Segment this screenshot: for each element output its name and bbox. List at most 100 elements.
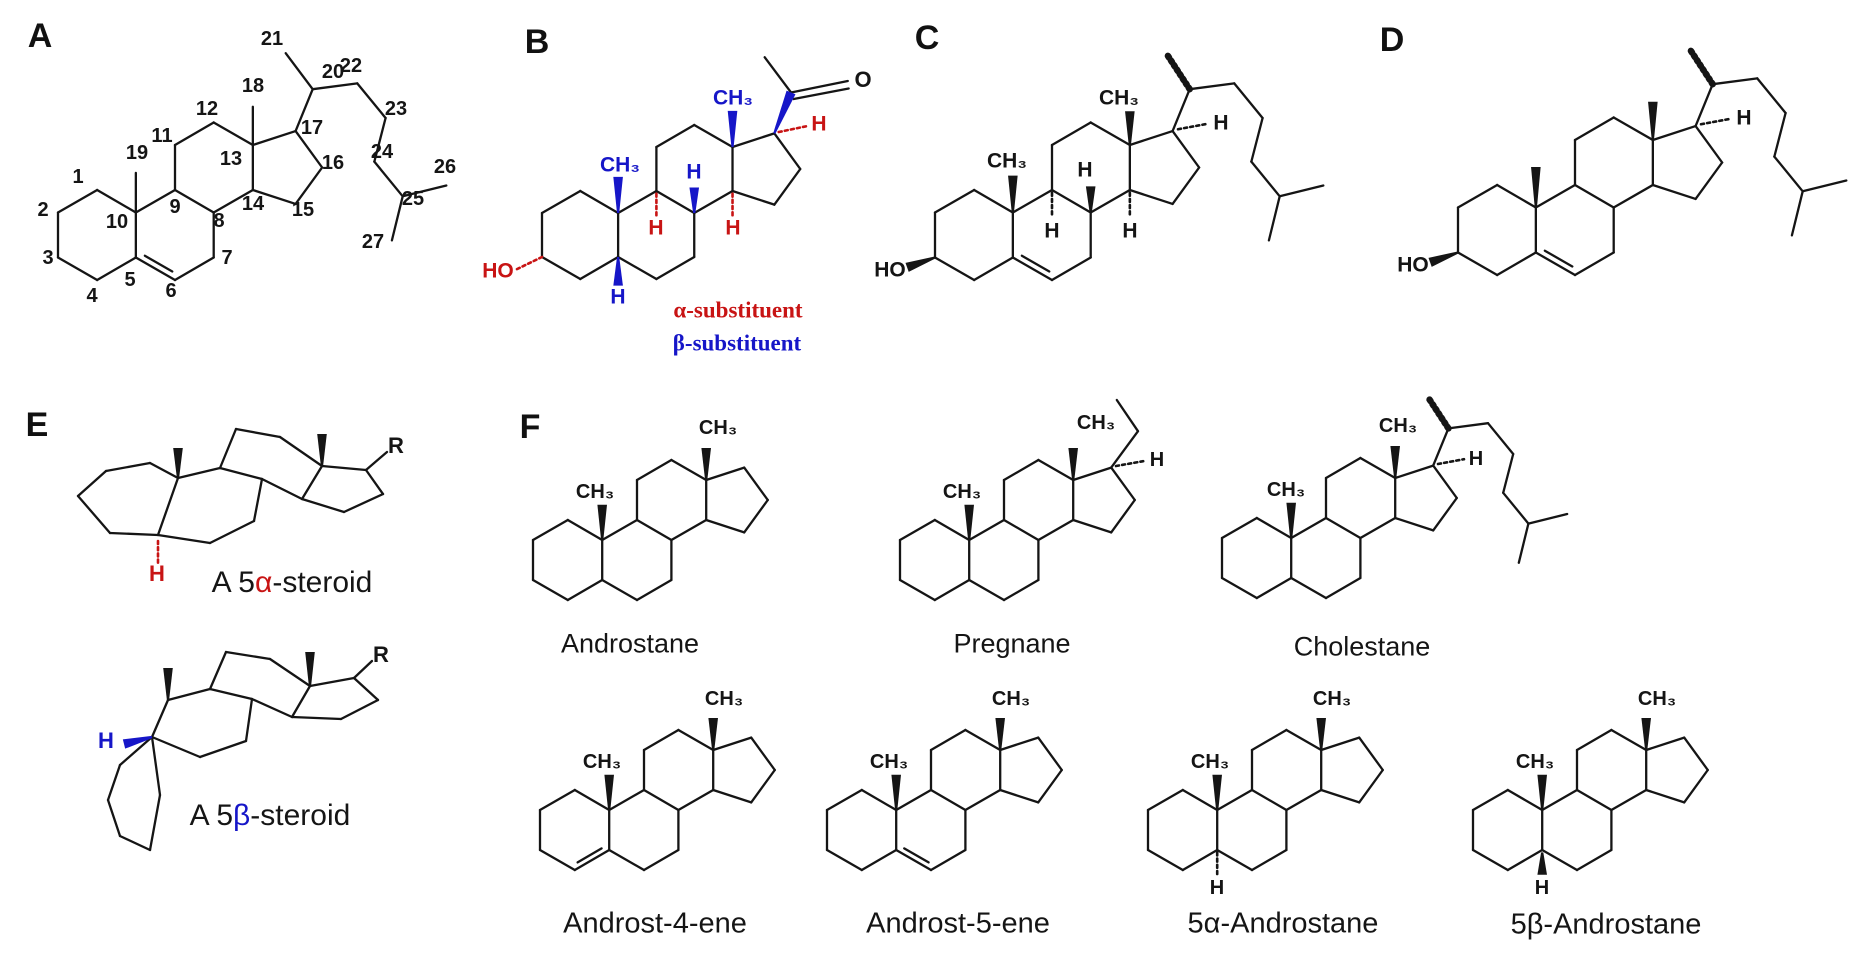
caption-part: 5α-Androstane (1187, 907, 1379, 940)
bond (635, 518, 673, 542)
bond (1711, 77, 1759, 86)
bond (1456, 183, 1499, 209)
bond (118, 735, 154, 767)
atom-label: CH₃ (991, 688, 1031, 710)
bond (705, 518, 746, 534)
bond (1471, 788, 1509, 812)
atom-label: H (98, 728, 114, 753)
bond (642, 788, 680, 812)
bond (1002, 458, 1040, 482)
atom-label: CH₃ (1637, 688, 1677, 710)
bond (579, 255, 620, 281)
wedge-bond (727, 110, 738, 147)
bond (540, 189, 582, 215)
bond (1534, 251, 1577, 277)
bond (933, 578, 971, 602)
atom-label: CH₃ (1190, 751, 1230, 773)
wedge-bond (1085, 186, 1096, 213)
bond (531, 578, 569, 602)
bond (390, 195, 404, 242)
atom-label: 9 (169, 196, 181, 218)
wedge-bond (1428, 251, 1459, 267)
bond (1575, 848, 1613, 872)
bond (743, 466, 769, 502)
bond (96, 256, 138, 282)
wedge-bond (1537, 852, 1547, 875)
bond (1432, 496, 1458, 532)
bond (1290, 516, 1328, 540)
bond (1181, 848, 1219, 872)
atom-label: CH₃ (869, 751, 909, 773)
bond (635, 578, 673, 602)
bond (933, 518, 971, 542)
bond (929, 848, 967, 872)
wedge-bond (708, 718, 718, 750)
bond (712, 736, 753, 752)
bond (1683, 768, 1709, 804)
caption-part: 5β-Androstane (1510, 908, 1702, 941)
bond (1610, 728, 1648, 752)
wedge-bond (773, 90, 796, 134)
bond (1037, 458, 1075, 482)
atom-label: R (373, 642, 389, 667)
bond (1089, 188, 1131, 214)
wedge-bond (317, 434, 327, 466)
bond (1517, 522, 1530, 564)
bond (1114, 459, 1145, 468)
bond (1250, 728, 1288, 752)
bond (763, 56, 793, 94)
bond (789, 79, 849, 94)
bond (1324, 576, 1362, 600)
atom-label: 17 (300, 117, 324, 139)
bond (1502, 491, 1530, 525)
bond (250, 697, 294, 719)
bond (566, 578, 604, 602)
bond (1128, 129, 1174, 147)
bond (1050, 256, 1092, 282)
bond (1171, 129, 1201, 169)
bond (1699, 117, 1732, 126)
bond (1089, 121, 1131, 147)
bond (106, 763, 122, 802)
bond (579, 189, 620, 215)
wedge-bond (964, 504, 974, 540)
atom-label: H (811, 112, 827, 136)
caption-5b-androstane: 5β-Androstane (1510, 908, 1702, 941)
caption-part: Androstane (560, 628, 700, 659)
bond (252, 477, 264, 523)
bond (1424, 393, 1452, 432)
atom-label: CH₃ (599, 153, 641, 177)
bond (1527, 512, 1569, 525)
caption-part: A 5 (211, 566, 255, 599)
wedge-bond (122, 735, 153, 749)
bond (1072, 466, 1113, 482)
wedge-bond (1641, 718, 1651, 750)
bond (1250, 116, 1264, 163)
atom-label: CH₃ (582, 751, 622, 773)
bond (670, 518, 708, 542)
bond (1394, 464, 1435, 480)
atom-label: H (1044, 219, 1060, 243)
bond (1220, 576, 1258, 600)
bond (300, 464, 324, 501)
wedge-bond (604, 774, 614, 810)
bond (1773, 155, 1804, 193)
atom-label: CH₃ (575, 481, 615, 503)
bond (278, 435, 324, 468)
caption-androst-5-ene: Androst-5-ene (866, 909, 1050, 939)
bond (1801, 179, 1848, 193)
bond (166, 687, 212, 702)
bond (1128, 188, 1174, 206)
bond (1541, 848, 1579, 872)
bond (538, 788, 576, 812)
caption-part: Cholestane (1293, 631, 1431, 662)
atom-label: 15 (291, 199, 315, 221)
bond (290, 684, 312, 719)
atom-label: H (1736, 106, 1752, 130)
bond (218, 427, 238, 470)
bond (1573, 183, 1615, 209)
bond (294, 88, 314, 133)
bond (1110, 498, 1136, 534)
atom-label: CH₃ (1098, 86, 1140, 110)
